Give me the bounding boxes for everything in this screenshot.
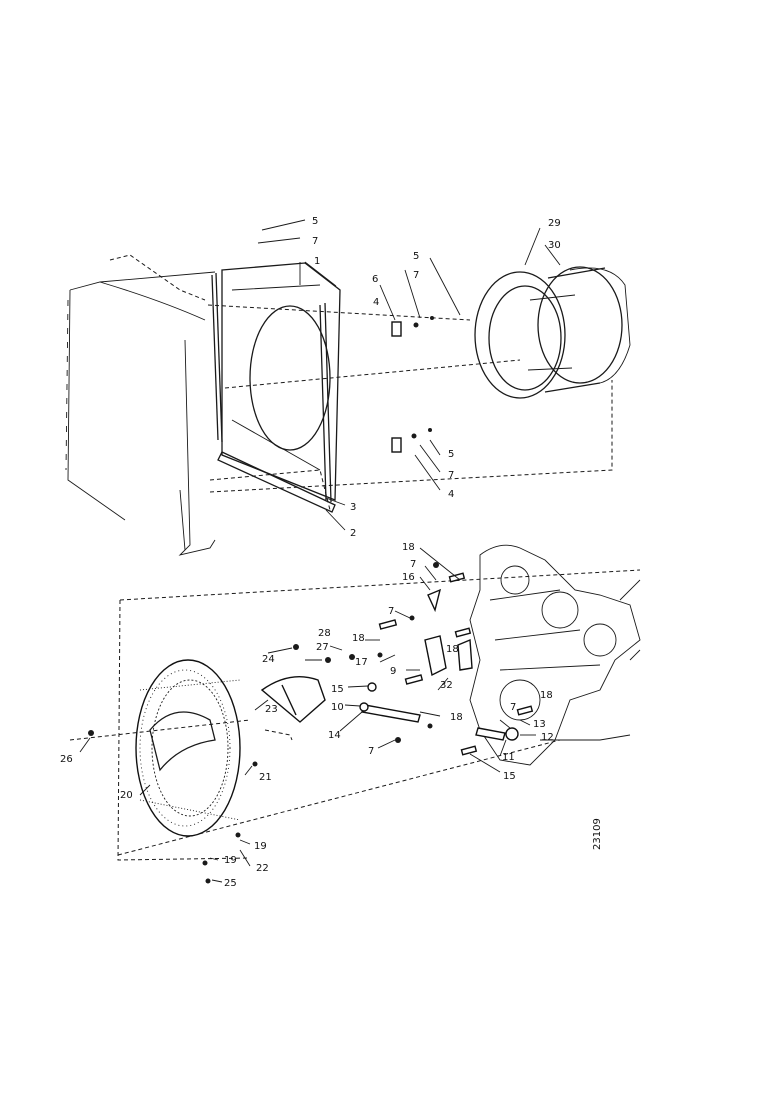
callout-label: 15: [331, 684, 344, 695]
callout-label: 5: [312, 216, 318, 227]
callout-label: 18: [352, 633, 365, 644]
drum-element: [135, 659, 241, 837]
callout-label: 18: [540, 690, 553, 701]
lower-callouts: 18 7 16 7 28 27 18 17 24 18 9 32 15 10 1…: [60, 542, 554, 889]
callout-label: 1: [314, 256, 320, 267]
drawing-reference-number: 23109: [592, 818, 603, 850]
cabinet-body: [65, 254, 216, 556]
drive-assembly: [469, 544, 641, 766]
callout-label: 7: [510, 702, 516, 713]
callout-label: 7: [312, 236, 318, 247]
callout-label: 26: [60, 754, 73, 765]
callout-label: 7: [413, 270, 419, 281]
hinge-brackets: [391, 316, 434, 453]
callout-label: 13: [533, 719, 546, 730]
callout-label: 7: [410, 559, 416, 570]
callout-label: 19: [224, 855, 237, 866]
callout-label: 10: [331, 702, 344, 713]
callout-label: 17: [355, 657, 368, 668]
callout-label: 4: [448, 489, 454, 500]
callout-label: 18: [402, 542, 415, 553]
callout-label: 22: [256, 863, 269, 874]
callout-label: 32: [440, 680, 453, 691]
callout-label: 24: [262, 654, 275, 665]
callout-label: 7: [368, 746, 374, 757]
callout-label: 15: [503, 771, 516, 782]
callout-label: 11: [502, 752, 515, 763]
callout-label: 16: [402, 572, 415, 583]
lower-leaders: [69, 547, 536, 883]
callout-label: 12: [541, 732, 554, 743]
callout-label: 4: [373, 297, 379, 308]
callout-label: 7: [448, 470, 454, 481]
callout-label: 21: [259, 772, 272, 783]
callout-label: 7: [388, 606, 394, 617]
callout-label: 23: [265, 704, 278, 715]
callout-label: 2: [350, 528, 356, 539]
upper-callouts: 5 7 1 5 7 6 4 29 30 5 7 4 3 2: [312, 216, 561, 539]
callout-label: 5: [448, 449, 454, 460]
upper-leaders: [207, 219, 613, 531]
callout-label: 5: [413, 251, 419, 262]
callout-label: 25: [224, 878, 237, 889]
callout-label: 9: [390, 666, 396, 677]
callout-label: 18: [446, 644, 459, 655]
callout-label: 20: [120, 790, 133, 801]
door-seal-ring: [474, 266, 631, 399]
callout-label: 28: [318, 628, 331, 639]
callout-label: 14: [328, 730, 341, 741]
callout-label: 29: [548, 218, 561, 229]
linkage-parts: [88, 562, 534, 884]
lower-panel-outline: [117, 569, 641, 861]
callout-label: 6: [372, 274, 378, 285]
callout-label: 27: [316, 642, 329, 653]
callout-label: 30: [548, 240, 561, 251]
callout-label: 18: [450, 712, 463, 723]
callout-label: 19: [254, 841, 267, 852]
callout-label: 3: [350, 502, 356, 513]
